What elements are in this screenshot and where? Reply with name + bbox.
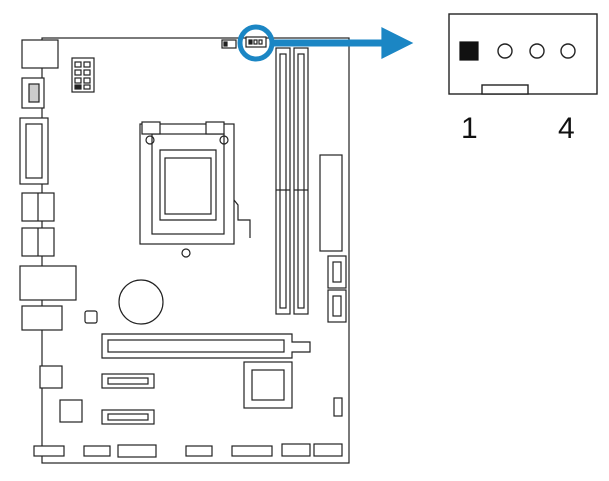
pin-4-circle (560, 43, 576, 59)
connector-detail (448, 13, 598, 95)
connector-key-tab (481, 84, 529, 95)
serial-header (117, 444, 157, 458)
small-header (333, 397, 343, 417)
chipset (243, 361, 293, 409)
io-chip-2 (59, 399, 83, 423)
pin-4-label: 4 (558, 112, 575, 145)
cpu-socket (139, 121, 251, 258)
atx-power-connector (319, 154, 343, 252)
system-fan-header (245, 36, 267, 48)
pcie-x16-slot (101, 333, 311, 359)
bottom-headers (33, 443, 343, 458)
lan-port (19, 265, 77, 301)
pin-3-circle (529, 43, 545, 59)
vga-port-inner (25, 123, 43, 179)
usb-header-2 (185, 445, 213, 457)
pcie-x1-slot-2 (101, 409, 155, 425)
usb-port-inner-1 (28, 83, 40, 103)
callout-arrow-head (381, 27, 414, 59)
cpu-fan-header (221, 39, 237, 49)
pin-1-square (459, 41, 479, 61)
audio-header (33, 445, 65, 457)
pcie-x1-slot-1 (101, 373, 155, 389)
front-panel-header (231, 445, 273, 457)
io-chip-1 (39, 365, 63, 389)
dimm-slot-1 (275, 47, 291, 315)
usb-header-1 (83, 445, 111, 457)
audio-port (21, 305, 63, 331)
ps2-port (21, 39, 59, 69)
cpu-power-connector (71, 57, 95, 93)
sata-connectors-right (327, 255, 347, 323)
rear-io-panel (19, 39, 77, 331)
sata-port-bottom-1 (281, 443, 311, 457)
dimm-slot-2 (293, 47, 309, 315)
pin-2-circle (497, 43, 513, 59)
jumper-block (84, 310, 98, 324)
cmos-battery (118, 279, 164, 325)
sata-port-bottom-2 (313, 443, 343, 457)
pin-1-label: 1 (461, 112, 478, 145)
